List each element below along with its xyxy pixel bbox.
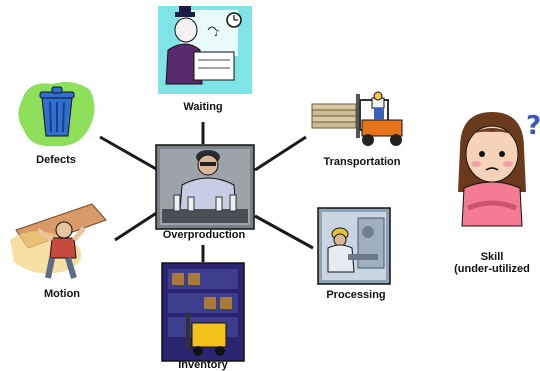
label-processing: Processing: [326, 289, 386, 301]
label-skill-line1: Skill: [480, 251, 504, 263]
label-waiting: Waiting: [183, 101, 223, 113]
factory-worker-icon: [155, 144, 255, 230]
label-skill-line2: (under-utilized: [454, 263, 530, 275]
worker-at-machine-icon: [317, 207, 391, 285]
trash-can-icon: [18, 82, 95, 147]
waiting-clerk-icon: ♪: [158, 6, 252, 94]
label-defects: Defects: [36, 154, 76, 166]
forklift-icon: [311, 91, 403, 146]
warehouse-shelves-icon: [161, 262, 245, 362]
connector-processing: [254, 214, 314, 250]
label-inventory: Inventory: [178, 359, 228, 371]
person-carrying-board-icon: [10, 203, 107, 279]
connector-transportation: [254, 135, 307, 172]
svg-text:?: ?: [526, 111, 540, 141]
label-overproduction: Overproduction: [162, 229, 246, 241]
connector-motion: [114, 210, 159, 242]
label-transportation: Transportation: [323, 156, 401, 168]
connector-defects: [99, 135, 159, 172]
label-motion: Motion: [43, 288, 81, 300]
svg-text:♪: ♪: [214, 29, 220, 39]
label-skill: Skill (under-utilized: [444, 251, 540, 275]
confused-woman-icon: ?: [458, 111, 540, 227]
